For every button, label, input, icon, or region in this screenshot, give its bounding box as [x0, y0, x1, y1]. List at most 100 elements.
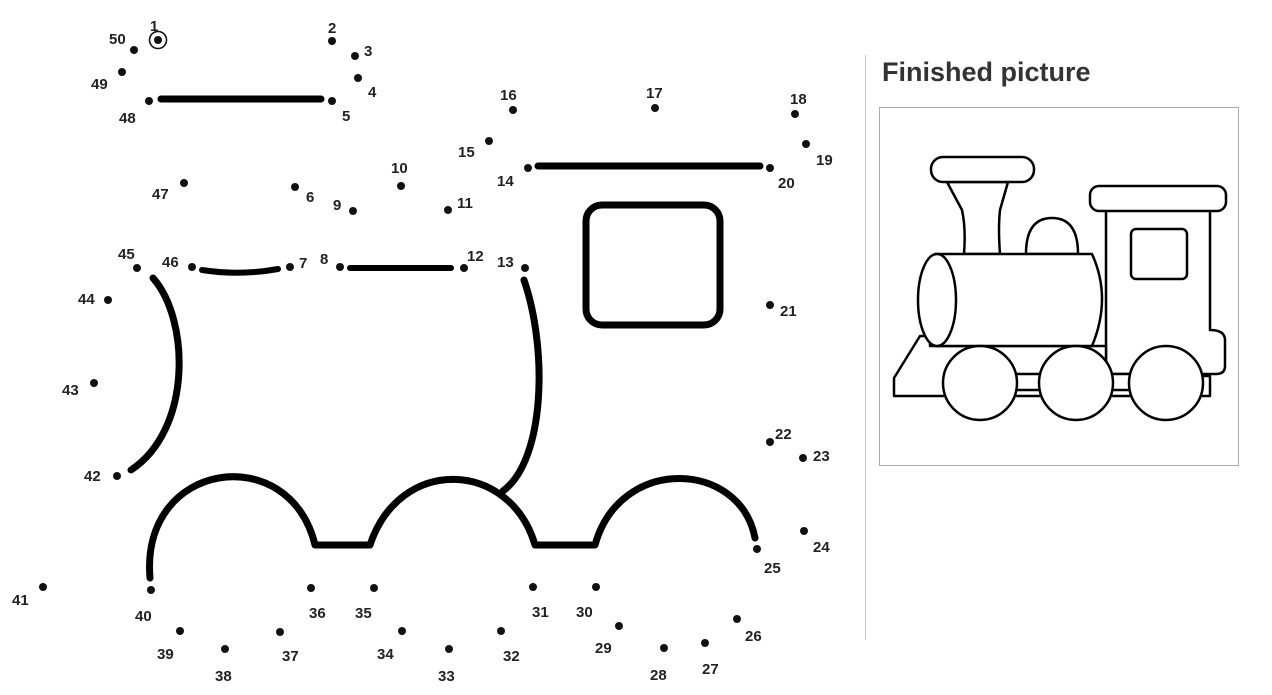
dot-38[interactable] [221, 645, 229, 653]
dot-36[interactable] [307, 584, 315, 592]
wheel-3 [1127, 344, 1205, 422]
dot-7[interactable] [286, 263, 294, 271]
dot-label-27: 27 [702, 661, 719, 678]
dot-label-24: 24 [813, 539, 830, 556]
dot-26[interactable] [733, 615, 741, 623]
dot-label-16: 16 [500, 87, 517, 104]
dot-39[interactable] [176, 627, 184, 635]
dot-47[interactable] [180, 179, 188, 187]
preview-title: Finished picture [882, 57, 1091, 87]
dot-label-38: 38 [215, 668, 232, 685]
boiler-front [916, 252, 958, 348]
dot-46[interactable] [188, 263, 196, 271]
dot-6[interactable] [291, 183, 299, 191]
dot-label-35: 35 [355, 605, 372, 622]
dot-43[interactable] [90, 379, 98, 387]
dot-11[interactable] [444, 206, 452, 214]
dot-9[interactable] [349, 207, 357, 215]
dot-30[interactable] [592, 583, 600, 591]
dot-label-42: 42 [84, 468, 101, 485]
dot-label-25: 25 [764, 560, 781, 577]
dot-24[interactable] [800, 527, 808, 535]
dot-label-10: 10 [391, 160, 408, 177]
dot-29[interactable] [615, 622, 623, 630]
dot-37[interactable] [276, 628, 284, 636]
dot-42[interactable] [113, 472, 121, 480]
dot-label-9: 9 [333, 197, 341, 214]
dot-label-33: 33 [438, 668, 455, 685]
locomotive-preview-icon [892, 155, 1228, 422]
dot-label-26: 26 [745, 628, 762, 645]
dot-19[interactable] [802, 140, 810, 148]
dot-label-50: 50 [109, 31, 126, 48]
dot-label-43: 43 [62, 382, 79, 399]
dot-27[interactable] [701, 639, 709, 647]
dot-14[interactable] [524, 164, 532, 172]
dot-label-20: 20 [778, 175, 795, 192]
dot-41[interactable] [39, 583, 47, 591]
dot-label-28: 28 [650, 667, 667, 684]
dot-label-48: 48 [119, 110, 136, 127]
dot-16[interactable] [509, 106, 517, 114]
dot-label-7: 7 [299, 255, 307, 272]
dot-31[interactable] [529, 583, 537, 591]
dot-44[interactable] [104, 296, 112, 304]
dot-45[interactable] [133, 264, 141, 272]
boiler-top-left-line [199, 266, 281, 276]
dot-2[interactable] [328, 37, 336, 45]
dot-32[interactable] [497, 627, 505, 635]
dot-3[interactable] [351, 52, 359, 60]
dot-label-4: 4 [368, 84, 377, 101]
dot-label-22: 22 [775, 426, 792, 443]
dot-10[interactable] [397, 182, 405, 190]
dot-5[interactable] [328, 97, 336, 105]
dot-48[interactable] [145, 97, 153, 105]
dot-18[interactable] [791, 110, 799, 118]
dot-label-31: 31 [532, 604, 549, 621]
dot-13[interactable] [521, 264, 529, 272]
dot-4[interactable] [354, 74, 362, 82]
dot-label-46: 46 [162, 254, 179, 271]
dot-label-34: 34 [377, 646, 394, 663]
dot-label-49: 49 [91, 76, 108, 93]
dot-label-8: 8 [320, 251, 328, 268]
dot-34[interactable] [398, 627, 406, 635]
dot-label-40: 40 [135, 608, 152, 625]
boiler-front-curve [127, 274, 183, 474]
wheel-1 [941, 344, 1019, 422]
dot-label-3: 3 [364, 43, 372, 60]
dot-label-47: 47 [152, 186, 169, 203]
dot-21[interactable] [766, 301, 774, 309]
chimney-cap [929, 155, 1036, 184]
boiler-back-curve [499, 276, 543, 495]
dot-22[interactable] [766, 438, 774, 446]
cab-window-preview [1129, 227, 1189, 281]
dot-label-5: 5 [342, 108, 350, 125]
dot-label-18: 18 [790, 91, 807, 108]
cab-roof [1088, 184, 1228, 213]
dot-25[interactable] [753, 545, 761, 553]
dot-label-11: 11 [457, 195, 473, 212]
dot-23[interactable] [799, 454, 807, 462]
dot-8[interactable] [336, 263, 344, 271]
dot-17[interactable] [651, 104, 659, 112]
dot-40[interactable] [147, 586, 155, 594]
dot-20[interactable] [766, 164, 774, 172]
dot-50[interactable] [130, 46, 138, 54]
cab-window [582, 201, 724, 329]
dot-label-36: 36 [309, 605, 326, 622]
dot-label-29: 29 [595, 640, 612, 657]
dot-49[interactable] [118, 68, 126, 76]
boiler [933, 252, 1104, 348]
dot-15[interactable] [485, 137, 493, 145]
dot-28[interactable] [660, 644, 668, 652]
dot-12[interactable] [460, 264, 468, 272]
dot-1[interactable] [154, 36, 162, 44]
dot-label-21: 21 [780, 303, 797, 320]
dot-33[interactable] [445, 645, 453, 653]
dot-35[interactable] [370, 584, 378, 592]
dot-label-39: 39 [157, 646, 174, 663]
dot-label-30: 30 [576, 604, 593, 621]
